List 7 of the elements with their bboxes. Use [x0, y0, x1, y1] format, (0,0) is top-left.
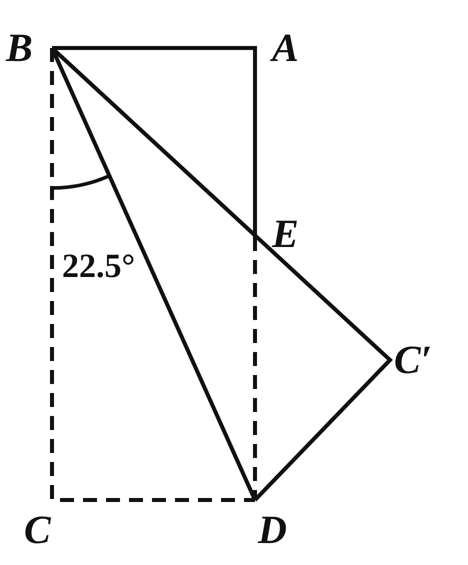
point-label: B — [6, 28, 33, 68]
point-label: D — [258, 510, 287, 550]
angle-label: 22.5° — [62, 250, 136, 284]
point-label: E — [272, 214, 299, 254]
point-label: C — [24, 510, 51, 550]
point-label: C′ — [394, 340, 432, 380]
point-label: A — [272, 28, 299, 68]
